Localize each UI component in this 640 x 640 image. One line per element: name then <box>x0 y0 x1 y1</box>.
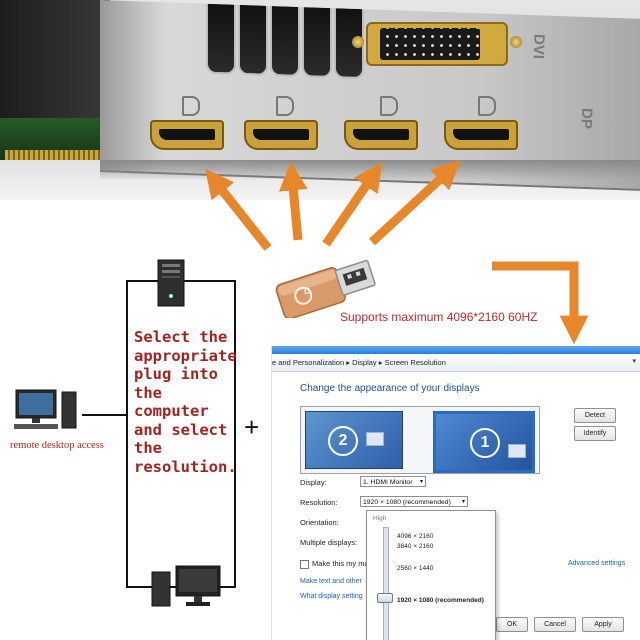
breadcrumb-text: e and Personalization ▸ Display ▸ Screen… <box>272 358 446 367</box>
orange-arrow <box>492 261 589 345</box>
monitor-icon <box>366 432 384 446</box>
multiple-displays-label: Multiple displays: <box>300 538 358 547</box>
orange-arrow <box>279 161 308 241</box>
resolution-slider-thumb[interactable] <box>377 593 393 603</box>
orientation-label: Orientation: <box>300 518 339 527</box>
instruction-text: Select the appropriate plug into the com… <box>134 328 237 476</box>
main-display-checkbox[interactable] <box>300 560 309 569</box>
arrows-layer <box>205 160 589 345</box>
displayport-adapter: D <box>275 259 376 318</box>
displayport-socket <box>444 120 518 150</box>
displayport-socket <box>344 120 418 150</box>
resolution-select[interactable]: 1920 × 1080 (recommended) ▾ <box>360 496 468 507</box>
display-value: 1. HDMI Monitor <box>363 479 413 486</box>
displayport-socket <box>244 120 318 150</box>
display-select[interactable]: 1. HDMI Monitor ▾ <box>360 476 426 487</box>
monitor-icon <box>508 444 526 458</box>
display-settings-link[interactable]: What display setting <box>300 593 363 600</box>
monitor-number: 1 <box>470 428 500 458</box>
resolution-value: 1920 × 1080 (recommended) <box>363 499 451 506</box>
screen-resolution-window: e and Personalization ▸ Display ▸ Screen… <box>272 346 640 640</box>
resolution-label: Resolution: <box>300 498 338 507</box>
monitor-2-tile[interactable]: 2 <box>305 411 403 469</box>
resolution-dropdown[interactable]: High 4096 × 2160 3840 × 2160 2560 × 1440… <box>366 510 496 640</box>
page-title: Change the appearance of your displays <box>300 383 480 394</box>
text-size-link[interactable]: Make text and other <box>300 578 362 585</box>
plus-symbol: + <box>244 412 260 442</box>
apply-button[interactable]: Apply <box>582 617 624 632</box>
pc-and-monitor-icon <box>151 565 221 607</box>
remote-desktop-icon <box>14 389 77 429</box>
adapter-logo: D <box>304 286 311 296</box>
gpu-bracket-photo: DVI DP <box>0 0 640 200</box>
cancel-button[interactable]: Cancel <box>534 617 576 632</box>
displayport-icon <box>276 96 294 116</box>
ok-button[interactable]: OK <box>496 617 528 632</box>
breadcrumb[interactable]: e and Personalization ▸ Display ▸ Screen… <box>272 354 640 372</box>
window-title-bar <box>272 346 640 354</box>
resolution-option[interactable]: 4096 × 2160 <box>397 533 434 540</box>
tower-pc-icon <box>157 259 185 307</box>
chevron-down-icon: ▾ <box>461 499 465 505</box>
monitor-arrangement: 2 1 <box>300 406 540 474</box>
displayport-icon <box>182 96 200 116</box>
screw-icon <box>352 36 364 48</box>
connection-line <box>82 414 126 416</box>
orange-arrow <box>205 168 272 251</box>
display-label: Display: <box>300 478 327 487</box>
dvi-pins <box>380 28 480 60</box>
displayport-socket <box>150 120 224 150</box>
resolution-option[interactable]: 3840 × 2160 <box>397 543 434 550</box>
gold-contacts <box>5 150 115 160</box>
resolution-option-selected[interactable]: 1920 × 1080 (recommended) <box>397 597 484 604</box>
screw-icon <box>510 36 522 48</box>
orange-arrow <box>368 160 461 246</box>
displayport-icon <box>380 96 398 116</box>
advanced-settings-link[interactable]: Advanced settings <box>568 560 626 567</box>
remote-desktop-label: remote desktop access <box>10 440 104 451</box>
monitor-1-tile[interactable]: 1 <box>433 411 535 473</box>
chevron-down-icon[interactable]: ▾ <box>632 358 636 365</box>
slider-high-label: High <box>373 515 387 522</box>
resolution-slider-track[interactable] <box>383 527 389 640</box>
resolution-option[interactable]: 2560 × 1440 <box>397 565 434 572</box>
chevron-down-icon: ▾ <box>419 479 423 485</box>
monitor-number: 2 <box>328 426 358 456</box>
detect-button[interactable]: Detect <box>574 408 616 423</box>
orange-arrow <box>322 162 383 247</box>
main-display-label: Make this my ma <box>312 559 369 568</box>
displayport-icon <box>478 96 496 116</box>
identify-button[interactable]: Identify <box>574 426 616 441</box>
support-text: Supports maximum 4096*2160 60HZ <box>340 310 538 324</box>
